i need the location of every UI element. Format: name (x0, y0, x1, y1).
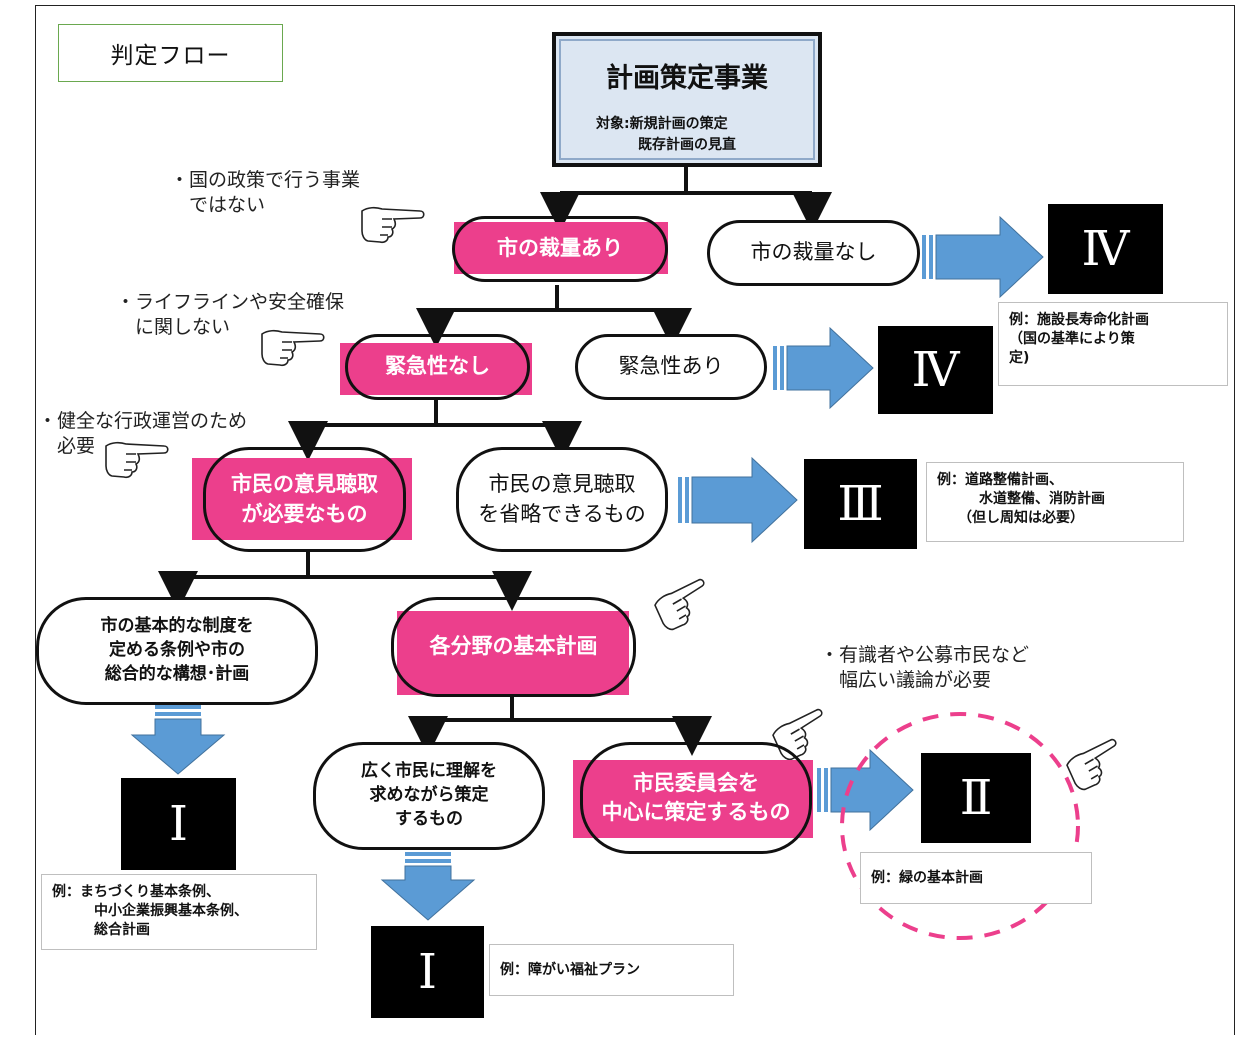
pointing-hand-icon (105, 441, 169, 479)
category-box-i: Ⅰ (121, 778, 236, 870)
category-box-iii: Ⅲ (804, 459, 917, 549)
connector-level3 (288, 400, 582, 461)
top-box-subtitle: 対象:新規計画の策定 既存計画の見直 (596, 116, 736, 153)
arrow-discretion-no (922, 215, 1044, 299)
highlight-dashed-circle (840, 712, 1080, 940)
category-box-ii: Ⅱ (921, 753, 1031, 843)
node-opinion-skip: 市民の意見聴取 を省略できるもの (456, 447, 668, 552)
node-basic-system: 市の基本的な制度を 定める条例や市の 総合的な構想･計画 (36, 597, 318, 705)
pointing-hand-icon (654, 578, 705, 631)
example-box-i: 例：まちづくり基本条例、 中小企業振興基本条例、 総合計画 (41, 874, 317, 950)
node-committee: 市民委員会を 中心に策定するもの (580, 742, 812, 854)
example-box-ii: 例：緑の基本計画 (860, 852, 1092, 904)
arrow-opinion-skip (678, 456, 798, 544)
arrow-urgency-yes (773, 326, 874, 410)
node-field-plan: 各分野の基本計画 (391, 597, 636, 697)
connector-level5 (408, 695, 712, 756)
node-discretion-yes: 市の裁量あり (452, 216, 668, 282)
note-national-policy: ・国の政策で行う事業 ではない (170, 169, 361, 216)
node-wide-understanding: 広く市民に理解を 求めながら策定 するもの (313, 742, 545, 850)
pointing-hand-icon (1066, 738, 1117, 791)
pointing-hand-icon (361, 206, 425, 244)
arrow-down-wide-understanding (380, 852, 476, 921)
node-opinion-needed: 市民の意見聴取 が必要なもの (203, 447, 406, 552)
pointing-hand-icon (261, 329, 325, 367)
example-box-i: 例：障がい福祉プラン (489, 944, 734, 996)
arrow-down-basic-system (130, 705, 226, 775)
connector-level1 (540, 165, 832, 232)
node-urgency-no: 緊急性なし (345, 334, 530, 400)
example-box-iv: 例：施設長寿命化計画 （国の基準により策 定) (998, 302, 1228, 386)
note-lifeline: ・ライフラインや安全確保 に関しない (116, 291, 345, 338)
arrow-committee (817, 748, 914, 832)
connector-level4 (158, 552, 532, 611)
example-box-iii: 例：道路整備計画、 水道整備、消防計画 （但し周知は必要） (926, 462, 1184, 542)
node-discretion-no: 市の裁量なし (707, 220, 920, 286)
page-title: 判定フロー (58, 24, 283, 82)
top-box: 計画策定事業 対象:新規計画の策定 既存計画の見直 (552, 32, 822, 167)
category-box-i: Ⅰ (371, 926, 484, 1018)
pink-highlight (454, 222, 668, 274)
diagram-frame (35, 5, 1235, 1035)
note-sound-admin: ・健全な行政運営のため 必要 (38, 410, 248, 457)
connector-level2 (416, 285, 692, 348)
category-box-iv: Ⅳ (878, 326, 993, 414)
node-urgency-yes: 緊急性あり (575, 334, 767, 400)
note-expert: ・有識者や公募市民など 幅広い議論が必要 (820, 644, 1030, 691)
category-box-iv: Ⅳ (1048, 204, 1163, 294)
top-box-title: 計画策定事業 (606, 63, 768, 94)
